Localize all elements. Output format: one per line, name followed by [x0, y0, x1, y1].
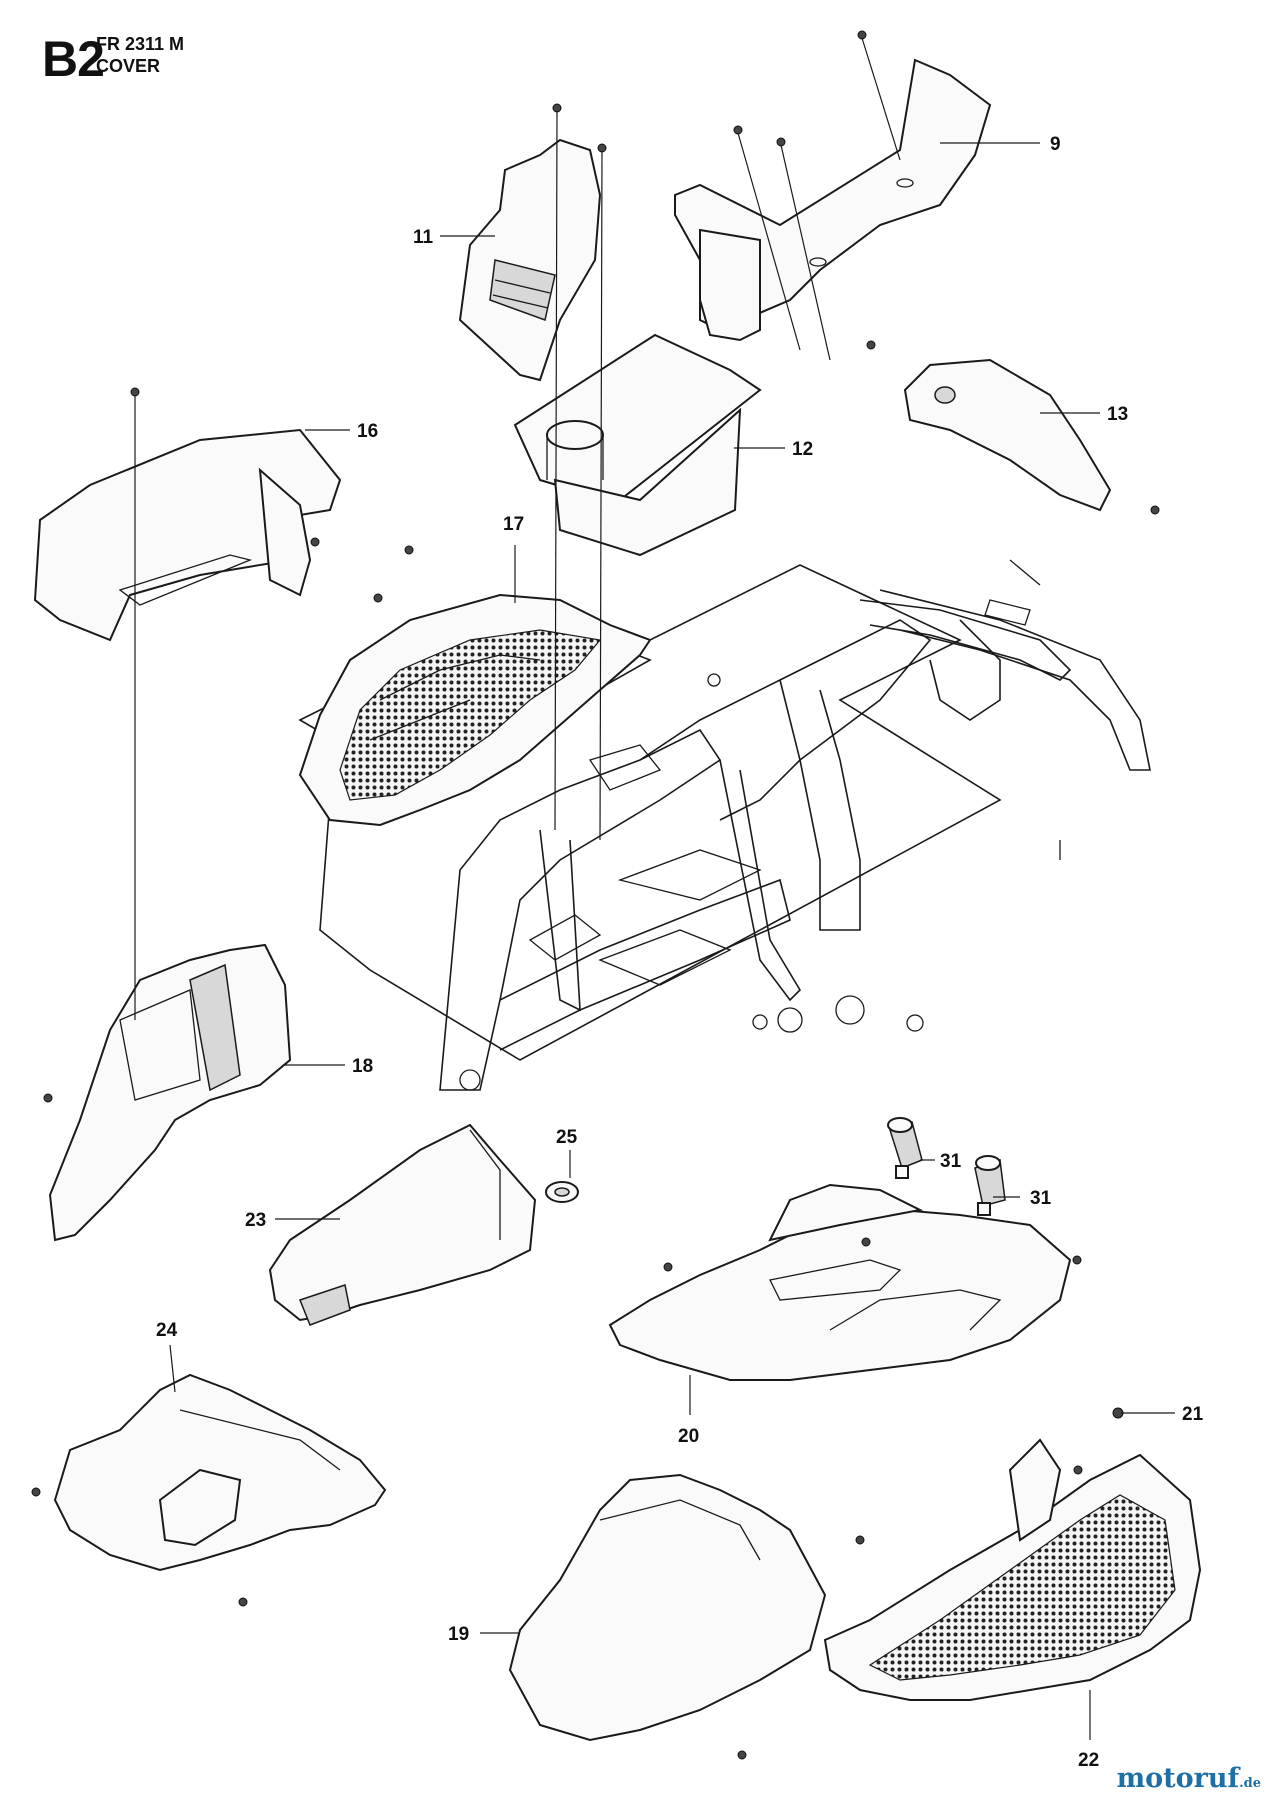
part-20-dashboard-cover — [608, 1183, 1072, 1381]
part-19-side-panel — [508, 1473, 827, 1742]
watermark-brand: motoruf — [1116, 1763, 1240, 1794]
leader-lines — [134, 37, 1175, 1740]
callout-16: 16 — [357, 421, 378, 442]
callout-24: 24 — [156, 1320, 178, 1341]
part-23-tunnel-cover — [268, 1123, 537, 1326]
part-12-storage-tray — [513, 333, 762, 557]
screws — [31, 30, 1160, 1760]
part-11-front-panel — [458, 138, 602, 382]
callout-19: 19 — [448, 1624, 469, 1645]
part-18-left-panel — [48, 943, 292, 1242]
part-22-right-floor-mat — [823, 1438, 1202, 1701]
callout-11: 11 — [413, 227, 434, 248]
callout-13: 13 — [1107, 404, 1128, 425]
callout-31a: 31 — [940, 1151, 962, 1172]
part-9-rear-cover — [674, 58, 992, 342]
callout-31b: 31 — [1030, 1188, 1052, 1209]
callout-20: 20 — [678, 1426, 699, 1447]
callout-18: 18 — [352, 1056, 373, 1077]
callout-17: 17 — [503, 514, 524, 535]
watermark-logo: motoruf.de — [1117, 1763, 1261, 1794]
model-number: FR 2311 M — [96, 34, 185, 54]
part-24-front-shroud — [53, 1373, 387, 1572]
part-16-hood — [33, 428, 342, 642]
chassis-frame — [298, 559, 1151, 1091]
part-25-grommet — [545, 1181, 579, 1203]
callout-23: 23 — [245, 1210, 266, 1231]
callout-22: 22 — [1078, 1750, 1099, 1771]
callout-labels: 9 11 12 13 16 17 18 25 31 31 23 24 20 21… — [156, 134, 1204, 1771]
diagram-title: COVER — [96, 56, 161, 76]
callout-12: 12 — [792, 439, 813, 460]
part-17-floor-mat — [298, 593, 652, 827]
part-31-knob-lower — [974, 1155, 1006, 1216]
watermark-tld: .de — [1239, 1776, 1261, 1791]
part-31-knob-upper — [887, 1117, 923, 1179]
part-13-side-trim — [903, 358, 1112, 512]
callout-9: 9 — [1050, 134, 1061, 155]
callout-21: 21 — [1182, 1404, 1204, 1425]
diagram-code: B2 — [42, 31, 105, 87]
callout-25: 25 — [556, 1127, 578, 1148]
